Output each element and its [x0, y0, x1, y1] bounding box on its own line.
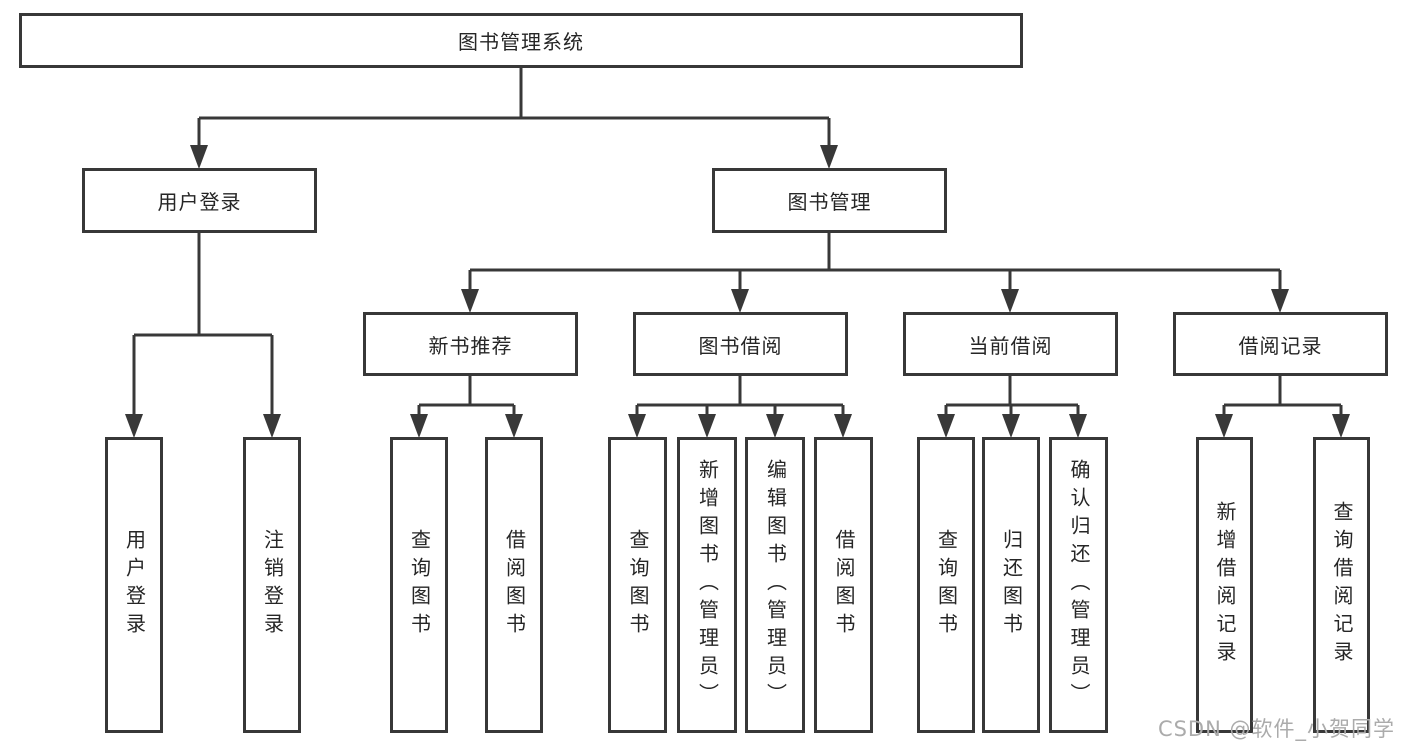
arrowhead-icon — [1332, 414, 1350, 438]
arrowhead-icon — [505, 414, 523, 438]
arrowhead-icon — [190, 145, 208, 169]
node-label: 当前借阅 — [968, 333, 1053, 358]
node-label: 图书管理系统 — [458, 30, 584, 54]
arrowhead-icon — [820, 145, 838, 169]
leaf-label: 确认归还（管理员） — [1067, 459, 1091, 711]
leaf-label: 查询借阅记录 — [1330, 501, 1354, 669]
leaf-query-books-recommend: 查询图书 — [390, 437, 448, 733]
node-user-login: 用户登录 — [82, 168, 317, 233]
leaf-query-books-current: 查询图书 — [917, 437, 975, 733]
leaf-add-borrow-record: 新增借阅记录 — [1196, 437, 1253, 733]
leaf-add-books-admin: 新增图书（管理员） — [677, 437, 737, 733]
leaf-label: 新增借阅记录 — [1213, 501, 1237, 669]
arrowhead-icon — [698, 414, 716, 438]
connector-paths — [132, 66, 1343, 416]
node-label: 新书推荐 — [428, 333, 513, 358]
leaf-query-borrow-record: 查询借阅记录 — [1313, 437, 1370, 733]
node-current-borrowing: 当前借阅 — [903, 312, 1118, 376]
arrowhead-icon — [461, 289, 479, 313]
arrowhead-icon — [731, 289, 749, 313]
leaf-edit-books-admin: 编辑图书（管理员） — [745, 437, 805, 733]
leaf-label: 新增图书（管理员） — [695, 459, 720, 711]
arrowhead-icon — [1002, 414, 1020, 438]
leaf-borrow-books-recommend: 借阅图书 — [485, 437, 543, 733]
node-label: 图书管理 — [787, 190, 872, 214]
node-borrowing-records: 借阅记录 — [1173, 312, 1388, 376]
arrowhead-icon — [834, 414, 852, 438]
leaf-confirm-return-admin: 确认归还（管理员） — [1049, 437, 1108, 733]
node-book-borrowing: 图书借阅 — [633, 312, 848, 376]
leaf-label: 查询图书 — [407, 529, 432, 641]
node-label: 借阅记录 — [1238, 333, 1323, 358]
arrowhead-icon — [1215, 414, 1233, 438]
arrowhead-icon — [410, 414, 428, 438]
arrowhead-icon — [766, 414, 784, 438]
node-new-book-recommendation: 新书推荐 — [363, 312, 578, 376]
arrowhead-icon — [1271, 289, 1289, 313]
leaf-borrow-books-borrowing: 借阅图书 — [814, 437, 873, 733]
arrowhead-icon — [628, 414, 646, 438]
leaf-label: 用户登录 — [122, 529, 147, 641]
leaf-user-login: 用户登录 — [105, 437, 163, 733]
arrowhead-icon — [263, 414, 281, 438]
leaf-return-books: 归还图书 — [982, 437, 1040, 733]
arrowhead-icon — [125, 414, 143, 438]
arrowhead-icon — [937, 414, 955, 438]
leaf-label: 编辑图书（管理员） — [763, 459, 788, 711]
node-label: 图书借阅 — [698, 333, 783, 358]
leaf-label: 借阅图书 — [832, 529, 856, 641]
leaf-label: 借阅图书 — [502, 529, 527, 641]
node-book-management: 图书管理 — [712, 168, 947, 233]
leaf-label: 查询图书 — [934, 529, 959, 641]
leaf-logout: 注销登录 — [243, 437, 301, 733]
arrowhead-icon — [1069, 414, 1087, 438]
node-library-management-system: 图书管理系统 — [19, 13, 1023, 68]
leaf-label: 查询图书 — [626, 529, 650, 641]
leaf-query-books-borrowing: 查询图书 — [608, 437, 667, 733]
node-label: 用户登录 — [157, 190, 242, 214]
leaf-label: 归还图书 — [999, 529, 1024, 641]
leaf-label: 注销登录 — [260, 529, 285, 641]
arrowhead-icon — [1001, 289, 1019, 313]
